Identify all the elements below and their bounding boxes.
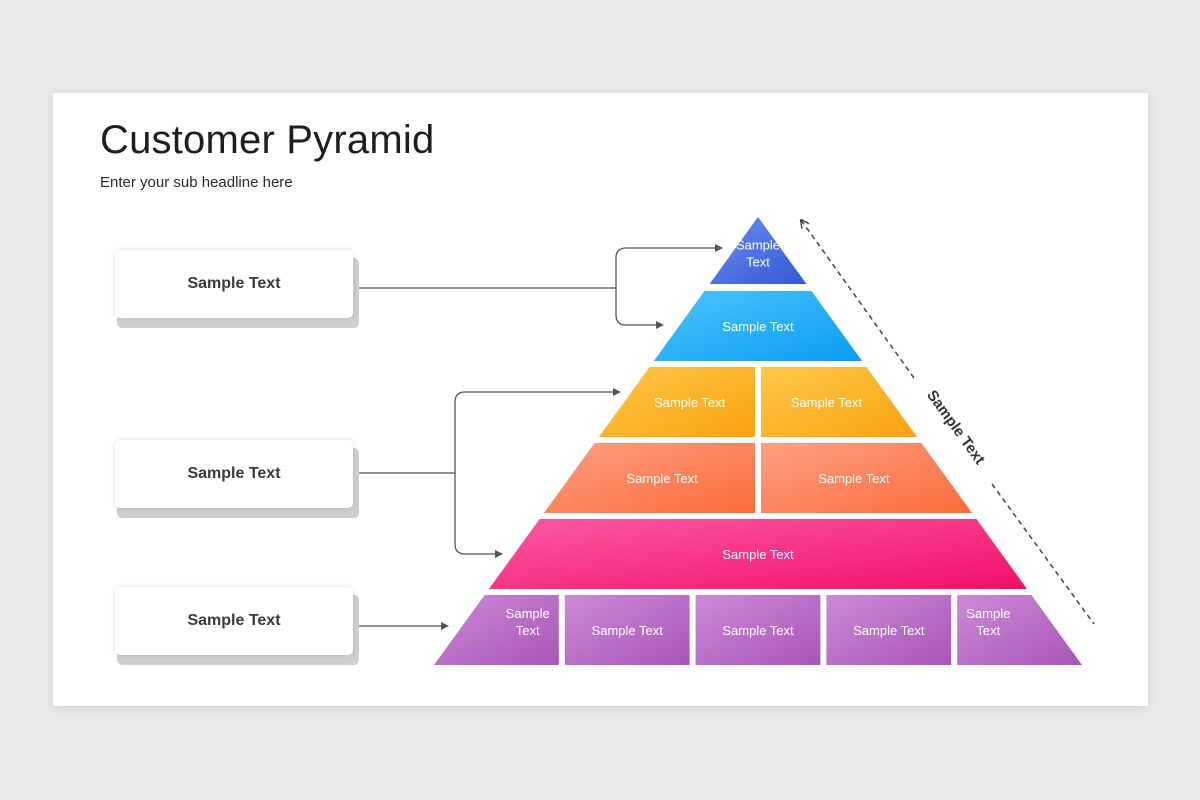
- pyramid-cell: [695, 595, 821, 665]
- label-card: Sample Text: [115, 440, 353, 508]
- connector-to-level-1: [615, 244, 723, 288]
- pyramid-cell: [543, 443, 755, 513]
- pyramid-cell: [761, 367, 918, 437]
- page-title: Customer Pyramid: [100, 118, 435, 162]
- label-card: Sample Text: [115, 250, 353, 318]
- pyramid-cell-label: Sample Text: [722, 319, 794, 334]
- pyramid-cell-label: Sample Text: [592, 623, 664, 638]
- side-label: Sample Text: [923, 387, 988, 468]
- connector-to-level-5: [454, 473, 503, 558]
- label-box-top: Sample Text: [115, 250, 359, 328]
- label-card: Sample Text: [115, 587, 353, 655]
- pyramid-cell-label: Sample Text: [626, 471, 698, 486]
- pyramid-cell-label: Sample Text: [722, 623, 794, 638]
- pyramid-level-4: Sample Text Sample Text: [543, 443, 973, 513]
- pyramid-cell: [957, 595, 1082, 665]
- connector-to-level-3: [454, 388, 621, 473]
- pyramid-cell: [598, 367, 755, 437]
- pyramid-level-5: Sample Text: [488, 519, 1028, 589]
- pyramid-cell: [709, 217, 807, 284]
- pyramid-cell-label: Sample Text: [791, 395, 863, 410]
- pyramid-cell: [653, 291, 863, 361]
- label-box-bottom: Sample Text: [115, 587, 359, 665]
- pyramid-cell-label: Sample Text: [654, 395, 726, 410]
- pyramid-level-2: Sample Text: [653, 291, 863, 361]
- label-text: Sample Text: [187, 275, 281, 292]
- pyramid-cell: [761, 443, 973, 513]
- pyramid-cell: [488, 519, 1028, 589]
- page-subtitle: Enter your sub headline here: [100, 174, 293, 191]
- label-box-middle: Sample Text: [115, 440, 359, 518]
- connector-to-level-2: [615, 288, 664, 329]
- connector-lines: [359, 244, 723, 630]
- side-dashed-line: [991, 483, 1095, 625]
- pyramid-level-3: Sample Text Sample Text: [598, 367, 918, 437]
- pyramid-cell: [564, 595, 690, 665]
- pyramid-cell-label: Sample Text: [722, 547, 794, 562]
- pyramid-cell: [434, 595, 559, 665]
- pyramid-cell-label: Sample Text: [853, 623, 925, 638]
- label-text: Sample Text: [187, 465, 281, 482]
- pyramid-cell: [826, 595, 952, 665]
- pyramid-cell-label: Sample Text: [818, 471, 890, 486]
- label-text: Sample Text: [187, 612, 281, 629]
